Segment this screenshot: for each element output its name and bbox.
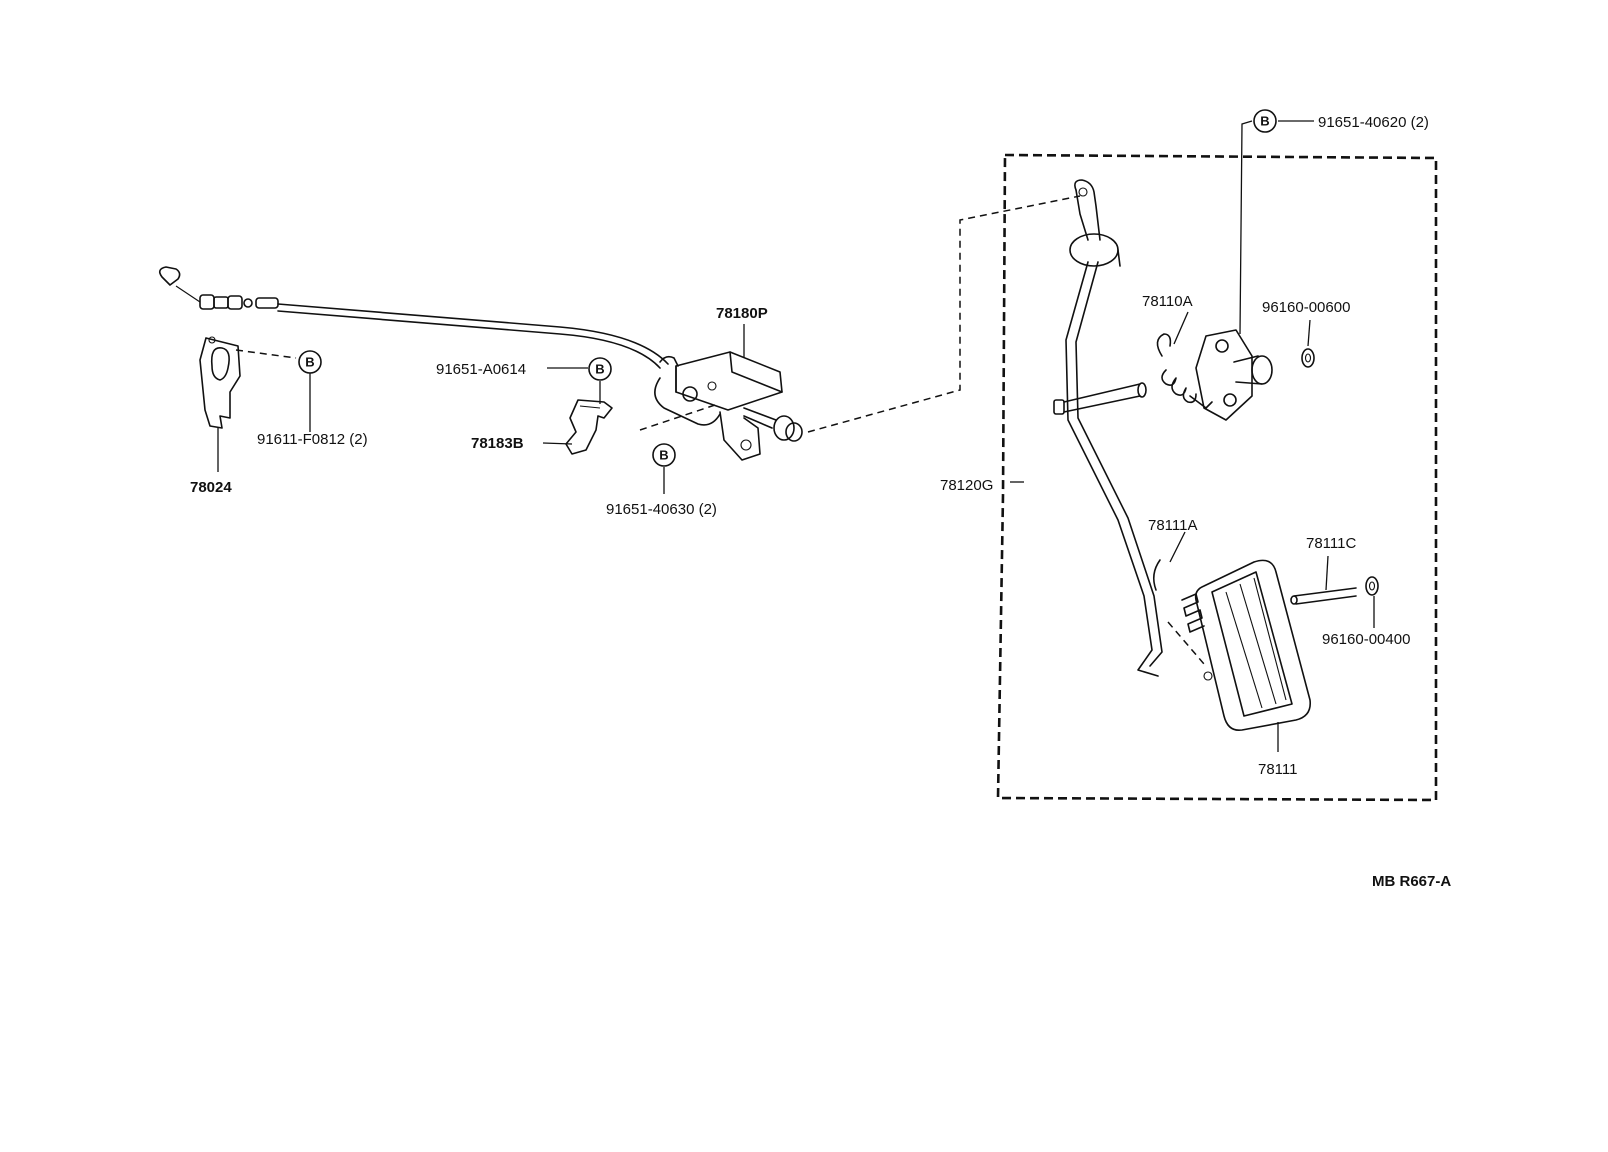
label-91611-F0812: 91611-F0812 (2) <box>257 431 368 448</box>
pin-78111C <box>1290 587 1357 605</box>
clip-78183B <box>565 399 613 455</box>
label-91651-40630: 91651-40630 (2) <box>606 501 717 518</box>
svg-text:B: B <box>659 448 668 463</box>
pivot-shaft <box>1053 382 1147 415</box>
label-78120G: 78120G <box>940 477 993 494</box>
label-78024: 78024 <box>190 479 232 496</box>
cable-bracket-78024 <box>199 336 241 429</box>
label-78111: 78111 <box>1258 761 1298 778</box>
pivot-assembly-78180P <box>654 351 803 461</box>
svg-text:B: B <box>1260 114 1269 129</box>
pedal-pad-78111 <box>1194 559 1312 732</box>
callout-b-2: B <box>588 357 612 381</box>
pedal-arm-78120G <box>1065 179 1163 677</box>
pedal-group-frame <box>996 153 1438 802</box>
bolt-dashed-line <box>639 403 719 431</box>
washer-96160-00600 <box>1301 348 1315 368</box>
callout-b-1: B <box>298 350 322 374</box>
callout-b-3: B <box>652 443 676 467</box>
label-78111A: 78111A <box>1148 517 1198 534</box>
label-78111C: 78111C <box>1306 535 1356 552</box>
return-spring-78110A <box>1156 333 1213 409</box>
svg-text:B: B <box>305 355 314 370</box>
pedal-bracket <box>1195 329 1273 421</box>
accelerator-cable <box>158 266 669 369</box>
pad-spring-78111A <box>1152 559 1205 665</box>
svg-text:B: B <box>595 362 604 377</box>
label-96160-00600: 96160-00600 <box>1262 299 1350 316</box>
bracket-dashed-line <box>235 349 297 359</box>
connection-dashed-line <box>807 195 1081 433</box>
label-91651-A0614: 91651-A0614 <box>436 361 526 378</box>
label-78110A: 78110A <box>1142 293 1193 310</box>
washer-96160-00400 <box>1365 576 1379 596</box>
label-96160-00400: 96160-00400 <box>1322 631 1410 648</box>
label-78180P: 78180P <box>716 305 768 322</box>
drawing-code: MB R667-A <box>1372 873 1451 890</box>
leader-lines <box>217 120 1375 752</box>
label-91651-40620: 91651-40620 (2) <box>1318 114 1429 131</box>
label-78183B: 78183B <box>471 435 524 452</box>
callout-b-4: B <box>1253 109 1277 133</box>
